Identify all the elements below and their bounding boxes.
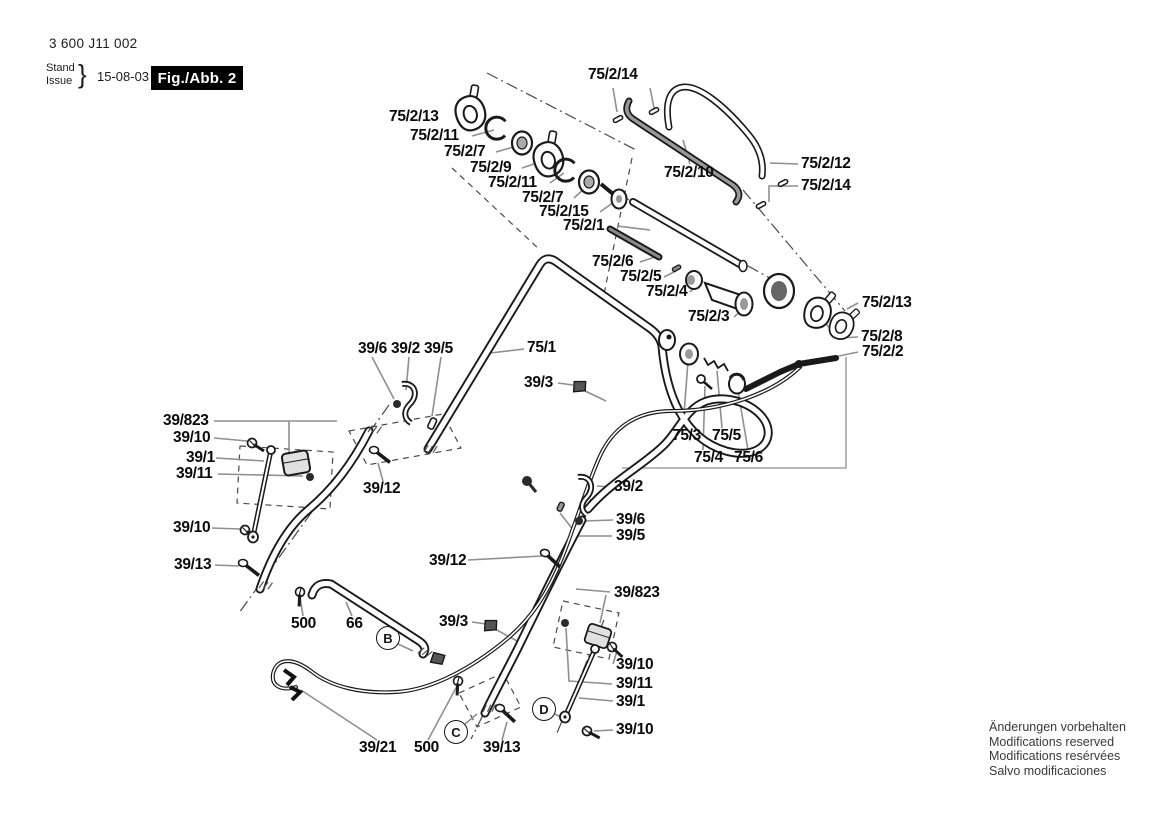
- issue-label: Issue: [46, 75, 73, 87]
- part-label-75-2-5: 75/2/5: [620, 268, 662, 285]
- part-label-75-2-3: 75/2/3: [688, 308, 730, 325]
- part-label-39-12: 39/12: [363, 480, 401, 497]
- part-label-75-2-2: 75/2/2: [862, 343, 904, 360]
- part-label-39-823: 39/823: [163, 412, 209, 429]
- callout-B: B: [376, 626, 400, 650]
- part-label-39-3: 39/3: [439, 613, 468, 630]
- part-label-39-1: 39/1: [186, 449, 215, 466]
- part-label-75-2-9: 75/2/9: [470, 159, 512, 176]
- notice-line-de: Änderungen vorbehalten: [989, 720, 1126, 734]
- part-label-39-3: 39/3: [524, 374, 553, 391]
- part-label-75-2-1: 75/2/1: [563, 217, 605, 234]
- part-label-75-2-7: 75/2/7: [444, 143, 486, 160]
- part-label-39-10: 39/10: [173, 519, 211, 536]
- part-label-75-2-11: 75/2/11: [410, 127, 459, 144]
- bail-lever-75-2-2: [743, 355, 839, 392]
- part-label-39-5: 39/5: [616, 527, 645, 544]
- brace-glyph: }: [78, 59, 87, 89]
- small-parts: [235, 81, 862, 741]
- part-label-75-2-4: 75/2/4: [646, 283, 688, 300]
- handle-tubes: [250, 83, 839, 720]
- part-label-75-2-10: 75/2/10: [664, 164, 714, 181]
- modifications-notice: Änderungen vorbehalten Modifications res…: [989, 720, 1126, 778]
- part-label-75-2-13: 75/2/13: [862, 294, 912, 311]
- part-label-75-2-14: 75/2/14: [801, 177, 851, 194]
- part-label-75-5: 75/5: [712, 427, 741, 444]
- figure-number-box: Fig./Abb. 2: [151, 66, 243, 90]
- part-label-75-2-7: 75/2/7: [522, 189, 564, 206]
- part-label-39-6-39-2-39-5: 39/6 39/2 39/5: [358, 340, 453, 357]
- callout-C: C: [444, 720, 468, 744]
- part-label-75-2-11: 75/2/11: [488, 174, 537, 191]
- part-label-75-2-13: 75/2/13: [389, 108, 439, 125]
- notice-line-es: Salvo modificaciones: [989, 763, 1107, 778]
- part-label-39-10: 39/10: [616, 656, 654, 673]
- part-label-39-21: 39/21: [359, 739, 397, 756]
- stand-issue-label: Stand Issue: [46, 62, 75, 88]
- part-label-39-6: 39/6: [616, 511, 645, 528]
- notice-line-en: Modifications reserved: [989, 734, 1115, 749]
- callout-D: D: [532, 697, 556, 721]
- part-label-75-2-8: 75/2/8: [861, 328, 903, 345]
- part-label-39-10: 39/10: [173, 429, 211, 446]
- bracket-tube-66: [307, 579, 430, 659]
- part-label-75-6: 75/6: [734, 449, 763, 466]
- stand-label: Stand: [46, 62, 75, 74]
- part-label-39-10: 39/10: [616, 721, 654, 738]
- part-label-39-1: 39/1: [616, 693, 645, 710]
- part-label-75-2-6: 75/2/6: [592, 253, 634, 270]
- part-label-39-823: 39/823: [614, 584, 660, 601]
- document-part-number: 3 600 J11 002: [49, 36, 138, 51]
- part-label-75-2-12: 75/2/12: [801, 155, 851, 172]
- notice-line-fr: Modifications resérvées: [989, 749, 1121, 763]
- part-label-500: 500: [414, 739, 439, 756]
- part-label-75-3: 75/3: [672, 427, 701, 444]
- part-label-39-2: 39/2: [614, 478, 643, 495]
- part-label-39-11: 39/11: [176, 465, 213, 482]
- part-label-39-13: 39/13: [174, 556, 212, 573]
- part-label-500: 500: [291, 615, 316, 632]
- part-label-75-1: 75/1: [527, 339, 556, 356]
- part-label-75-4: 75/4: [694, 449, 723, 466]
- part-label-39-11: 39/11: [616, 675, 653, 692]
- part-label-75-2-14: 75/2/14: [588, 66, 638, 83]
- part-label-75-2-15: 75/2/15: [539, 203, 589, 220]
- part-label-39-13: 39/13: [483, 739, 521, 756]
- part-label-39-12: 39/12: [429, 552, 467, 569]
- issue-date: 15-08-03: [97, 69, 150, 84]
- part-label-66: 66: [346, 615, 363, 632]
